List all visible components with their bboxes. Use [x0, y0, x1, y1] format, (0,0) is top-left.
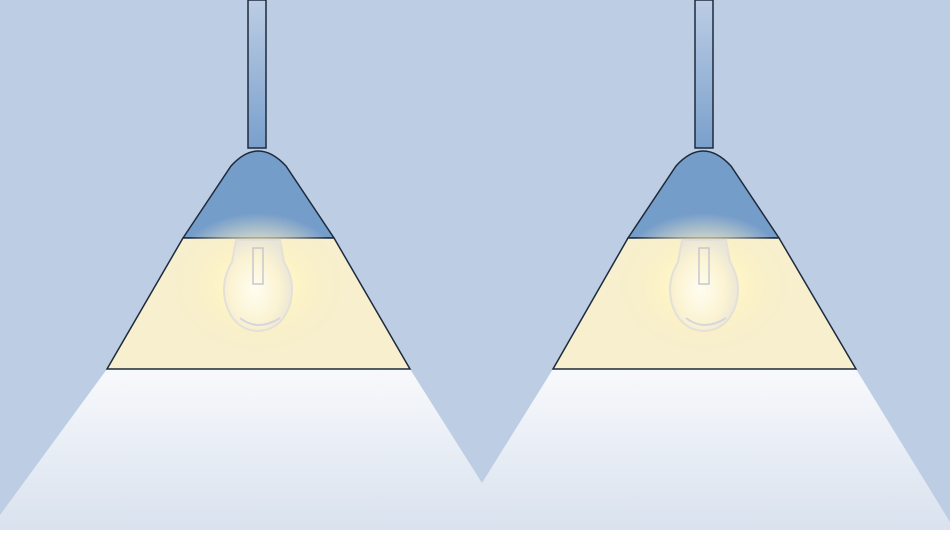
hanging-rod — [248, 0, 266, 148]
light-bulb-icon — [224, 240, 292, 331]
light-bulb-icon — [670, 240, 738, 331]
hanging-rod — [695, 0, 713, 148]
floor — [0, 530, 950, 535]
